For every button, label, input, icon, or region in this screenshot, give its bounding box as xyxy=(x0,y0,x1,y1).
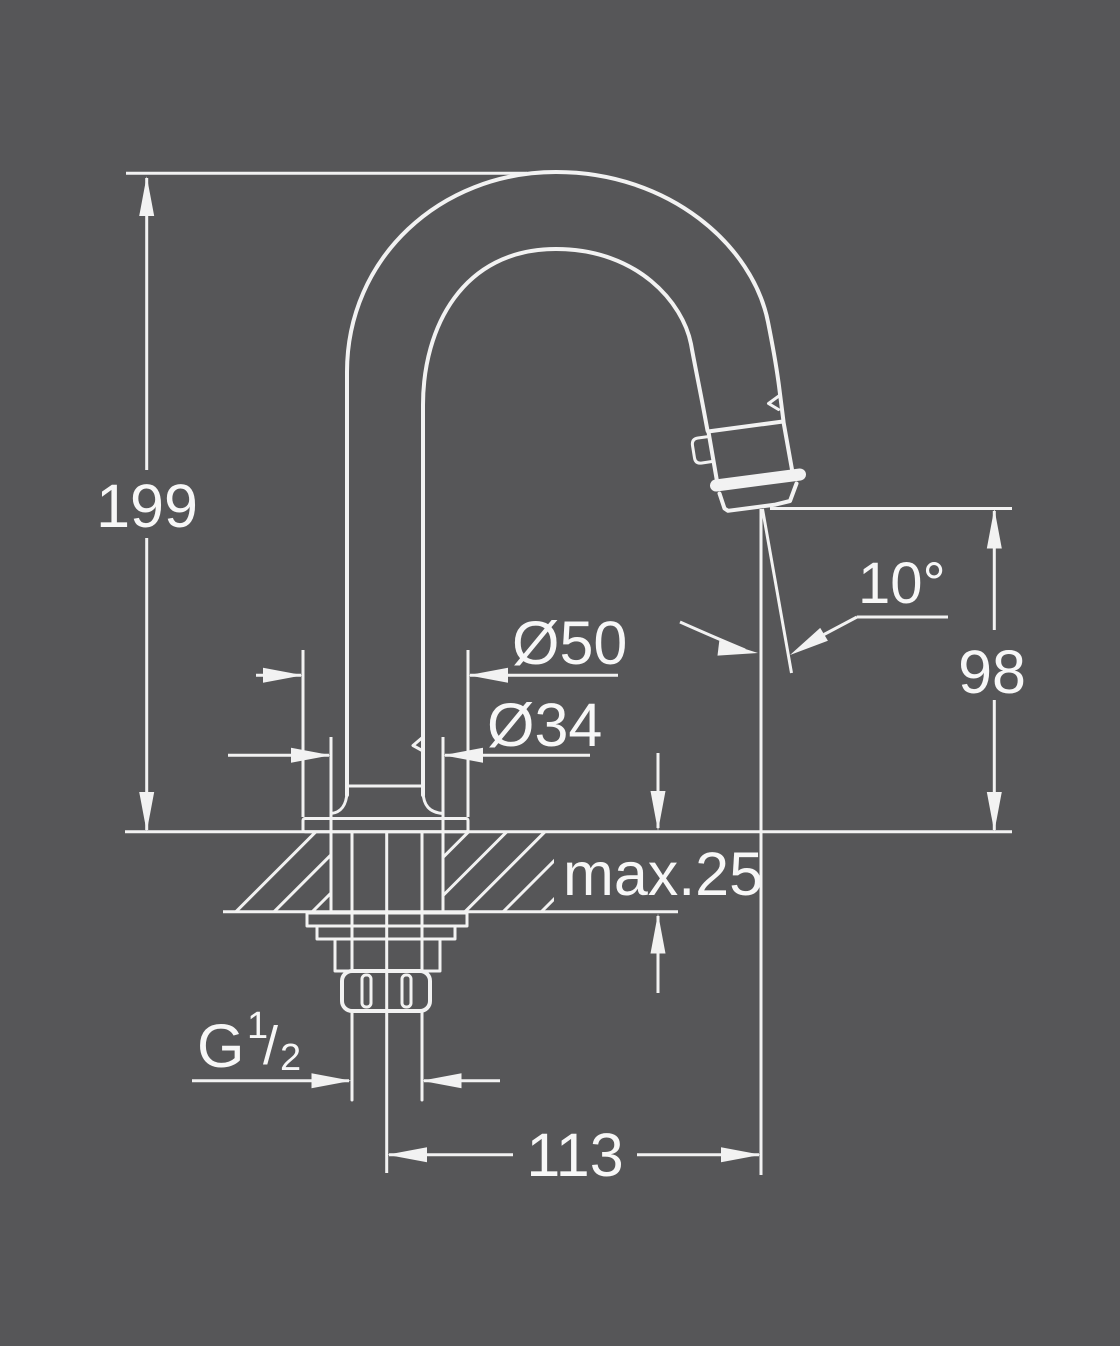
total-height-label: 199 xyxy=(96,472,198,540)
aerator-assembly xyxy=(690,419,806,513)
arrowhead-up xyxy=(139,176,155,216)
dim-hole-diameter: Ø34 xyxy=(228,691,602,912)
leader-diagonal xyxy=(823,615,858,636)
arrowhead-up xyxy=(986,508,1002,549)
thread-slash: / xyxy=(263,1016,278,1076)
aerator-housing-left-edge xyxy=(706,430,720,489)
thread-size-label: G 1 / 2 xyxy=(197,983,301,1080)
dim-total-height: 199 xyxy=(96,171,527,832)
bell-flare-right xyxy=(421,790,445,815)
deck-hatch-right xyxy=(443,831,554,912)
dim-deck-thickness: max.25 xyxy=(563,753,763,993)
thread-numerator: 1 xyxy=(247,1005,268,1047)
arrowhead-down xyxy=(139,792,155,832)
dim-spout-reach: 113 xyxy=(387,509,763,1189)
arrowhead-on-arc xyxy=(717,640,758,656)
aerator-outlet-piece xyxy=(717,481,799,513)
spout-break-mark xyxy=(767,394,781,411)
locknut-facet-right-line xyxy=(400,973,413,1009)
spout-inner-curve xyxy=(421,247,710,797)
dim-outlet-height: 98 xyxy=(770,507,1026,832)
dim-base-diameter: Ø50 xyxy=(256,609,627,817)
arrowhead-left xyxy=(443,747,483,763)
bell-flare-left xyxy=(329,790,349,815)
angle-arc xyxy=(679,620,746,652)
thread-denominator: 2 xyxy=(280,1037,301,1079)
outlet-angle-label: 10° xyxy=(858,551,946,616)
outlet-axis-line xyxy=(761,508,793,674)
arrowhead-down xyxy=(650,791,666,831)
outlet-height-label: 98 xyxy=(958,638,1026,706)
locknut-facet-left-line xyxy=(360,973,373,1009)
thread-prefix: G xyxy=(197,1012,244,1080)
underdeck-assembly xyxy=(305,830,469,1173)
dim-thread-size: G 1 / 2 xyxy=(192,983,500,1089)
arrowhead-left xyxy=(421,1073,462,1089)
base-flange xyxy=(301,817,470,834)
deck-hatch-left xyxy=(224,831,331,912)
arrowhead-up xyxy=(650,913,666,954)
arrowhead-right xyxy=(263,667,303,683)
arrowhead-right xyxy=(291,747,331,763)
riser-break-mark xyxy=(411,735,425,753)
spout-outer-curve xyxy=(345,170,786,797)
arrowhead-on-axis xyxy=(790,627,828,655)
spout-reach-label: 113 xyxy=(526,1121,623,1189)
aerator-collar-tab xyxy=(690,435,714,465)
arrowhead-right xyxy=(311,1073,352,1089)
mounting-deck xyxy=(125,830,1012,914)
dim-outlet-angle: 10° xyxy=(679,508,948,674)
base-diameter-label: Ø50 xyxy=(512,609,627,677)
faucet-body xyxy=(301,170,786,834)
arrowhead-down xyxy=(986,792,1002,832)
aerator-housing-right-edge xyxy=(781,420,796,480)
deck-thickness-label: max.25 xyxy=(563,840,763,908)
arrowhead-right xyxy=(721,1147,761,1163)
aerator-band xyxy=(710,468,806,492)
arrowhead-left xyxy=(468,667,508,683)
hole-diameter-label: Ø34 xyxy=(487,691,602,759)
arrowhead-left xyxy=(387,1147,427,1163)
aerator-separation-line xyxy=(706,419,785,434)
